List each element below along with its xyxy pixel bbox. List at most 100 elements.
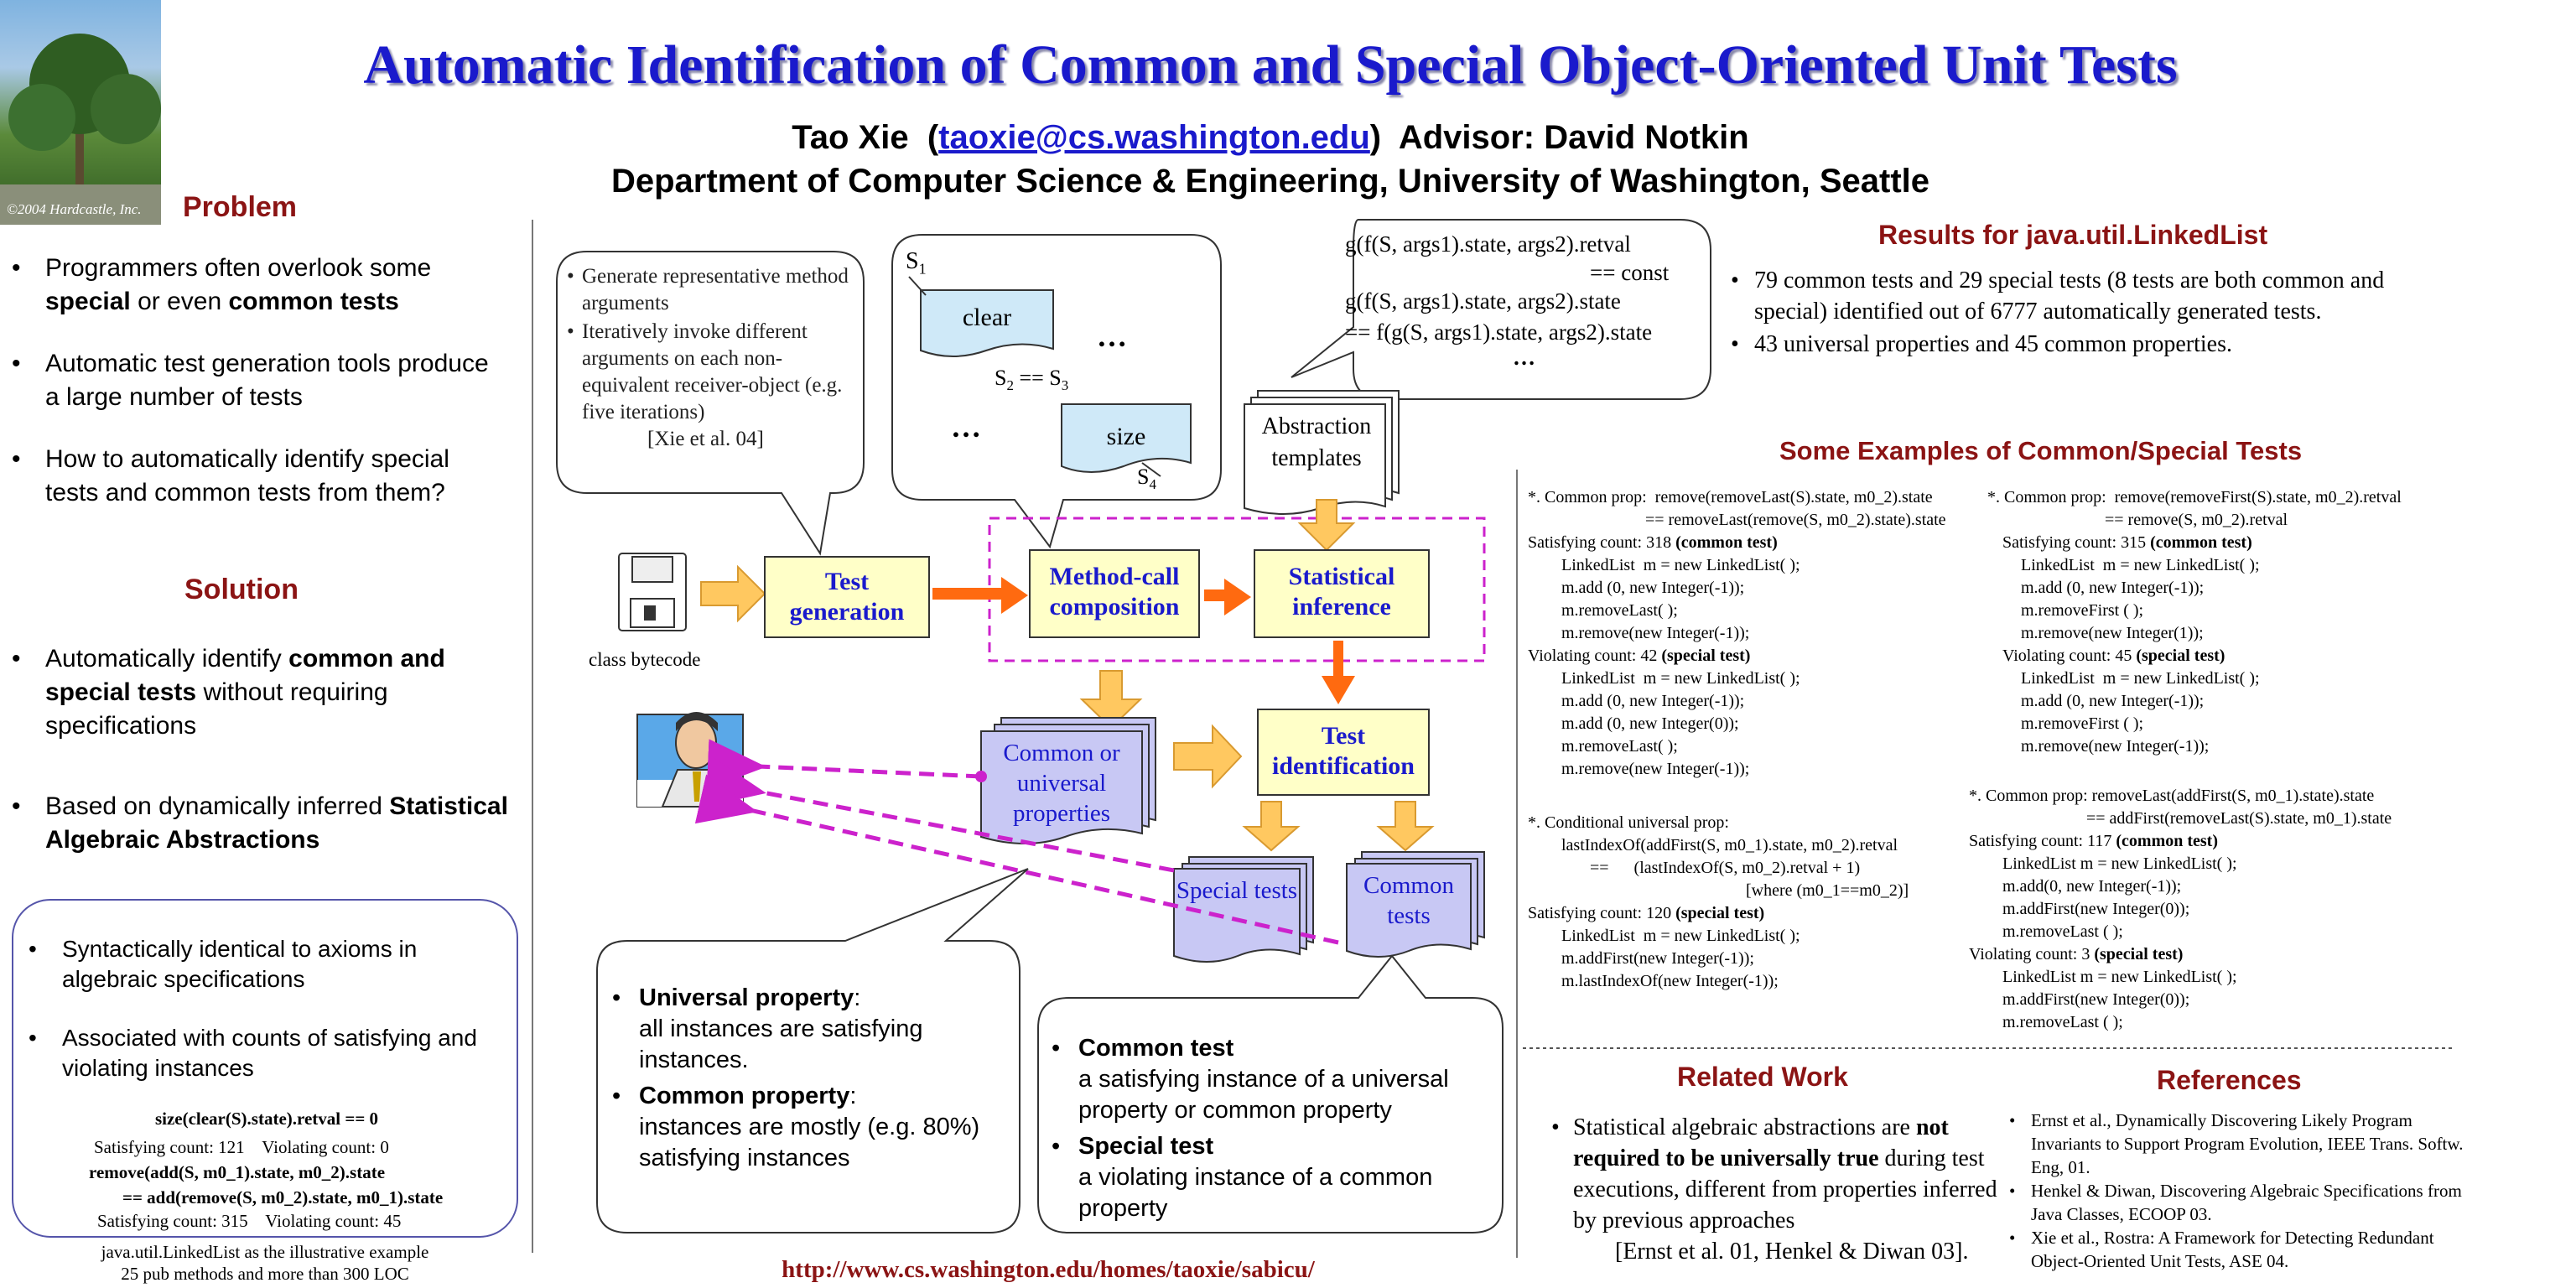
footer-url-link[interactable]: http://www.cs.washington.edu/homes/taoxi… <box>782 1256 1315 1283</box>
problem-item: How to automatically identify special te… <box>12 443 506 510</box>
special-tests-doc-stack <box>1173 856 1314 963</box>
example-counts: Satisfying count: 315 Violating count: 4… <box>97 1211 402 1231</box>
test-generation-box <box>764 556 930 638</box>
example-line: m.add (0, new Integer(0)); <box>1561 714 1739 733</box>
left-divider <box>532 220 533 1253</box>
method-call-label: Method-call composition <box>1049 563 1180 621</box>
example-line: Violating count: 42 (special test) <box>1528 647 1751 665</box>
example-line: m.remove(new Integer(-1)); <box>1561 624 1750 642</box>
example-line: LinkedList m = new LinkedList( ); <box>1561 556 1800 574</box>
example-line: LinkedList m = new LinkedList( ); <box>1561 669 1800 688</box>
state-box-clear <box>920 289 1054 357</box>
example-line: m.addFirst(new Integer(0)); <box>2002 990 2190 1009</box>
example-line: m.removeLast ( ); <box>2002 1013 2123 1031</box>
state-s4: S4 <box>1137 465 1156 493</box>
abstraction-item: Associated with counts of satisfying and… <box>29 1023 498 1083</box>
example-line: m.remove(new Integer(-1)); <box>2021 737 2210 756</box>
author-email-link[interactable]: taoxie@cs.washington.edu <box>938 119 1370 156</box>
abstraction-templates-label: Abstraction templates <box>1261 413 1372 471</box>
example-counts: Satisfying count: 121 Violating count: 0 <box>94 1137 389 1157</box>
example-line: LinkedList m = new LinkedList( ); <box>1561 927 1800 945</box>
example-line: Satisfying count: 315 (common test) <box>2002 533 2252 552</box>
results-heading: Results for java.util.LinkedList <box>1878 220 2268 250</box>
example-line: m.add(0, new Integer(-1)); <box>2002 877 2182 896</box>
state-box-size <box>1061 403 1192 473</box>
clear-label: clear <box>962 304 1012 331</box>
method-call-box <box>1029 549 1200 638</box>
example-line: == removeLast(remove(S, m0_2).state).sta… <box>1645 511 1946 529</box>
example-line: m.addFirst(new Integer(-1)); <box>1561 949 1754 968</box>
properties-doc-stack <box>980 717 1156 844</box>
example-line: Violating count: 3 (special test) <box>1969 945 2184 963</box>
photo-caption: ©2004 Hardcastle, Inc. <box>7 201 142 217</box>
example-line: m.removeFirst ( ); <box>2021 714 2144 733</box>
example-line: LinkedList m = new LinkedList( ); <box>2002 854 2237 873</box>
department: Department of Computer Science & Enginee… <box>610 163 1930 200</box>
example-line: LinkedList m = new LinkedList( ); <box>2021 556 2260 574</box>
tree-photo-icon <box>0 34 161 225</box>
reference-item: Henkel & Diwan, Discovering Algebraic Sp… <box>2009 1179 2479 1226</box>
problem-heading: Problem <box>183 191 298 223</box>
example-line: m.add (0, new Integer(-1)); <box>1561 692 1745 710</box>
advisor: Advisor: David Notkin <box>1398 119 1749 156</box>
problem-item: Automatic test generation tools produce … <box>12 347 506 414</box>
test-generation-label: Test generation <box>789 568 905 626</box>
solution-heading: Solution <box>184 574 299 605</box>
test-identification-box <box>1257 709 1430 796</box>
example-line: *. Common prop: removeLast(addFirst(S, m… <box>1969 787 2375 805</box>
special-tests-label: Special tests <box>1176 877 1298 904</box>
common-tests-label: Common tests <box>1363 872 1454 929</box>
example-line: Satisfying count: 117 (common test) <box>1969 832 2218 850</box>
right-divider <box>1516 470 1518 1258</box>
template-expressions: g(f(S, args1).state, args2).retval == co… <box>1345 231 1670 370</box>
state-s1: S1 <box>906 248 927 278</box>
examples-left-conditional: *. Conditional universal prop: lastIndexO… <box>1528 812 1997 993</box>
examples-right-second: *. Common prop: removeLast(addFirst(S, m… <box>1969 785 2472 1034</box>
state-equality: S2 == S3 <box>995 366 1069 394</box>
problem-item: Programmers often overlook some special … <box>12 252 506 319</box>
example-line: LinkedList m = new LinkedList( ); <box>2002 968 2237 986</box>
example-line: *. Conditional universal prop: <box>1528 813 1729 832</box>
example-line: == remove(S, m0_2).retval <box>2105 511 2288 529</box>
example-line: Satisfying count: 120 (special test) <box>1528 904 1765 922</box>
reference-item: Xie et al., Rostra: A Framework for Dete… <box>2009 1226 2479 1273</box>
results-list: 79 common tests and 29 special tests (8 … <box>1731 265 2393 360</box>
example-line: [where (m0_1==m0_2)] <box>1746 881 1909 900</box>
examples-heading: Some Examples of Common/Special Tests <box>1779 436 2303 465</box>
properties-definitions: Universal property:all instances are sat… <box>612 983 1015 1174</box>
author-name: Tao Xie <box>792 119 909 156</box>
related-heading: Related Work <box>1677 1062 1848 1092</box>
example-line: m.removeLast( ); <box>1561 601 1678 620</box>
example-line: m.remove(new Integer(1)); <box>2021 624 2204 642</box>
example-axiom: remove(add(S, m0_1).state, m0_2).state <box>89 1162 386 1182</box>
example-line: *. Common prop: remove(removeFirst(S).st… <box>1987 488 2402 506</box>
ellipsis: … <box>951 410 981 444</box>
example-line: m.removeFirst ( ); <box>2021 601 2144 620</box>
example-axiom: size(clear(S).state).retval == 0 <box>154 1109 379 1129</box>
reference-item: Ernst et al., Dynamically Discovering Li… <box>2009 1109 2479 1179</box>
example-line: m.removeLast ( ); <box>2002 922 2123 941</box>
examples-right: *. Common prop: remove(removeFirst(S).st… <box>1987 486 2490 758</box>
references-list: Ernst et al., Dynamically Discovering Li… <box>2009 1109 2479 1273</box>
example-line: lastIndexOf(addFirst(S, m0_1).state, m0_… <box>1561 836 1898 854</box>
bubble-generate-text: Generate representative method arguments… <box>567 263 857 453</box>
ellipsis: … <box>1097 319 1127 353</box>
example-line: == (lastIndexOf(S, m0_2).retval + 1) <box>1590 859 1861 877</box>
example-line: Violating count: 45 (special test) <box>2002 647 2225 665</box>
example-line: m.remove(new Integer(-1)); <box>1561 760 1750 778</box>
developer-portrait-icon <box>636 712 744 808</box>
statistical-inference-box <box>1254 549 1430 638</box>
example-line: m.lastIndexOf(new Integer(-1)); <box>1561 972 1779 990</box>
statistical-inference-label: Statistical inference <box>1288 563 1395 621</box>
example-line: m.add (0, new Integer(-1)); <box>1561 579 1745 597</box>
related-text: Statistical algebraic abstractions are n… <box>1551 1112 2004 1267</box>
example-line: *. Common prop: remove(removeLast(S).sta… <box>1528 488 1933 506</box>
poster-title: Automatic Identification of Common and S… <box>363 34 2178 96</box>
size-label: size <box>1106 423 1146 450</box>
example-line: m.add (0, new Integer(-1)); <box>2021 579 2205 597</box>
examples-left: *. Common prop: remove(removeLast(S).sta… <box>1528 486 1997 781</box>
example-line: m.add (0, new Integer(-1)); <box>2021 692 2205 710</box>
solution-list: Automatically identify common and specia… <box>12 642 515 857</box>
author-line: Tao Xie (taoxie@cs.washington.edu) Advis… <box>792 119 1749 156</box>
